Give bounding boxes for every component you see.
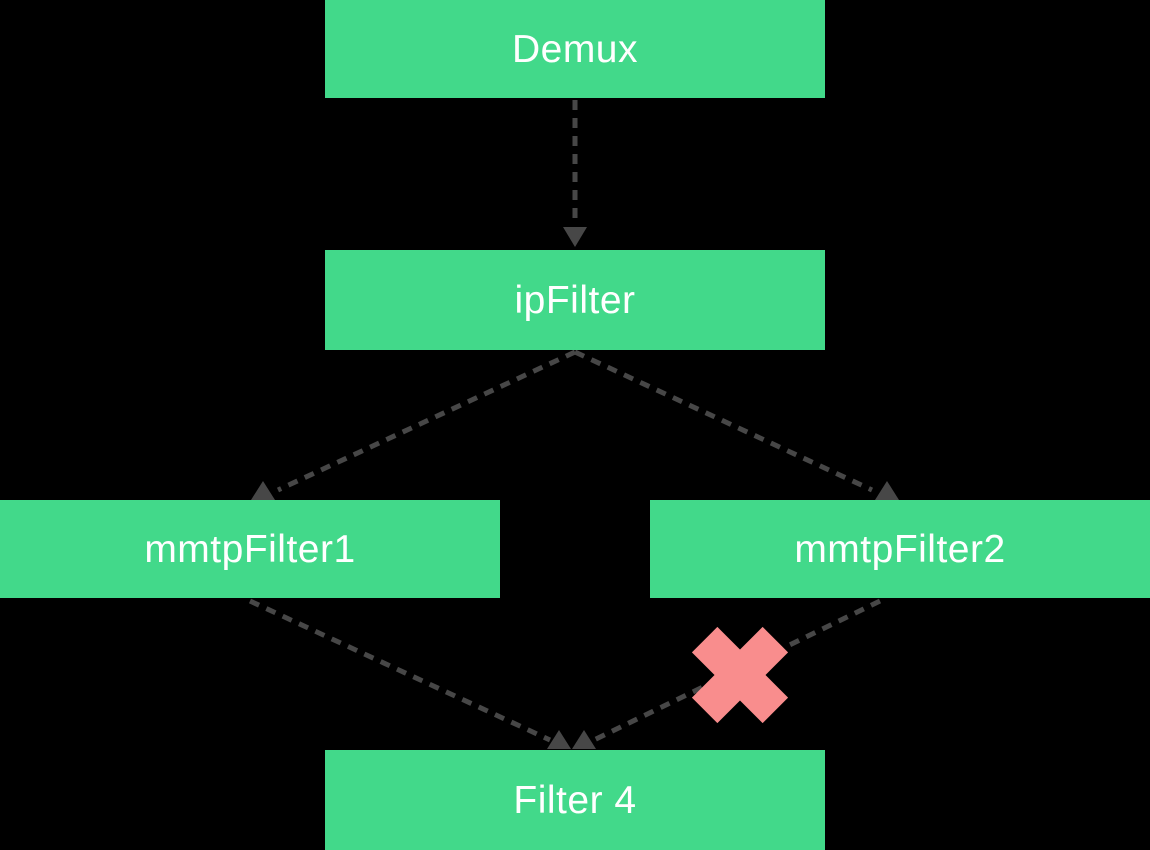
arrowhead-demux-to-ipfilter [563, 227, 587, 247]
arrowhead-ipfilter-to-mmtpfilter1 [251, 481, 275, 500]
node-demux: Demux [325, 0, 825, 98]
arrowhead-mmtpfilter1-to-filter4 [547, 730, 571, 749]
blocked-x-icon [691, 626, 789, 724]
node-mmtpfilter2: mmtpFilter2 [650, 500, 1150, 598]
blocked-x-bar-2 [691, 626, 789, 724]
arrowhead-ipfilter-to-mmtpfilter2 [875, 481, 899, 500]
arrowhead-mmtpfilter2-to-filter4 [572, 730, 596, 749]
node-filter4: Filter 4 [325, 750, 825, 850]
node-mmtpfilter1: mmtpFilter1 [0, 500, 500, 598]
edge-mmtpfilter1-to-filter4 [248, 598, 552, 743]
node-ipfilter: ipFilter [325, 250, 825, 350]
edge-ipfilter-to-mmtpfilter2 [573, 349, 874, 493]
edge-ipfilter-to-mmtpfilter1 [276, 349, 577, 493]
